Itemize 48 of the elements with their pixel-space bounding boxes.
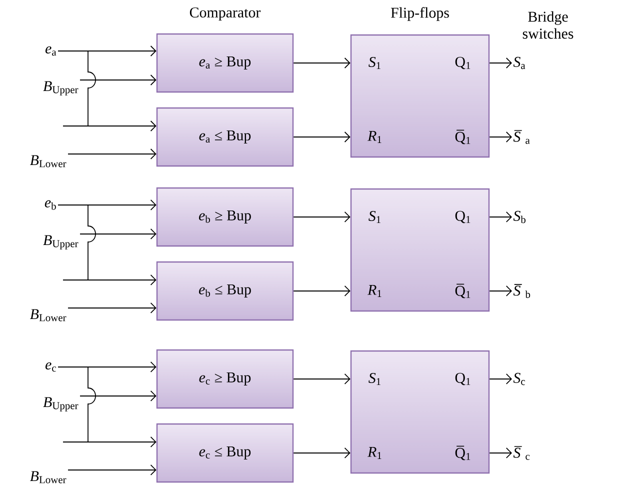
flip-flop-box: S$_{1}$ Q$_{1}$ R$_{1}$ Q̅$_{1}$ xyxy=(350,34,490,158)
arrow xyxy=(489,132,512,142)
column-heading: Bridge switches xyxy=(522,11,574,39)
input-label: B$_{Lower}$ xyxy=(30,155,66,168)
arrow xyxy=(80,74,156,86)
comparator-box: e$_{b}$ ≥ Bup xyxy=(156,187,294,247)
arrow xyxy=(68,302,156,314)
arrow xyxy=(293,286,350,296)
arrow xyxy=(58,204,156,286)
output-label: S$_{a}$ xyxy=(513,56,526,70)
arrow xyxy=(489,448,512,458)
arrow xyxy=(489,374,512,384)
arrow xyxy=(293,448,350,458)
arrow xyxy=(489,212,512,222)
flip-flop-box: S$_{1}$ Q$_{1}$ R$_{1}$ Q̅$_{1}$ xyxy=(350,350,490,474)
arrow xyxy=(80,228,156,240)
arrow xyxy=(489,286,512,296)
input-label: B$_{Upper}$ xyxy=(43,397,78,412)
output-label: S$_{b}$ xyxy=(513,210,526,224)
arrow xyxy=(293,132,350,142)
input-label: e$_{b}$ xyxy=(44,200,56,210)
output-label: S$_{c}$ xyxy=(513,372,525,386)
input-label: B$_{Upper}$ xyxy=(43,81,78,96)
flip-flop-box: S$_{1}$ Q$_{1}$ R$_{1}$ Q̅$_{1}$ xyxy=(350,188,490,312)
column-heading: Flip-flops xyxy=(390,7,449,21)
input-label: e$_{c}$ xyxy=(46,362,56,372)
arrow xyxy=(58,366,156,448)
comparator-box: e$_{a}$ ≥ Bup xyxy=(156,33,294,93)
column-heading: Comparator xyxy=(190,7,261,21)
input-label: e$_{a}$ xyxy=(46,46,56,56)
input-label: B$_{Lower}$ xyxy=(30,471,66,484)
output-label: S̅$_{b}$ xyxy=(513,284,530,298)
arrow xyxy=(489,58,512,68)
arrow xyxy=(68,148,156,160)
input-label: B$_{Lower}$ xyxy=(30,309,66,322)
arrow xyxy=(293,212,350,222)
input-label: B$_{Upper}$ xyxy=(43,235,78,250)
comparator-box: e$_{c}$ ≤ Bup xyxy=(156,423,294,483)
comparator-box: e$_{c}$ ≥ Bup xyxy=(156,349,294,409)
arrow xyxy=(80,390,156,402)
output-label: S̅$_{c}$ xyxy=(513,446,530,460)
output-label: S̅$_{a}$ xyxy=(513,130,530,144)
arrow xyxy=(293,58,350,68)
arrow xyxy=(58,50,156,132)
comparator-box: e$_{b}$ ≤ Bup xyxy=(156,261,294,321)
comparator-box: e$_{a}$ ≤ Bup xyxy=(156,107,294,167)
arrow xyxy=(68,464,156,476)
arrow xyxy=(293,374,350,384)
